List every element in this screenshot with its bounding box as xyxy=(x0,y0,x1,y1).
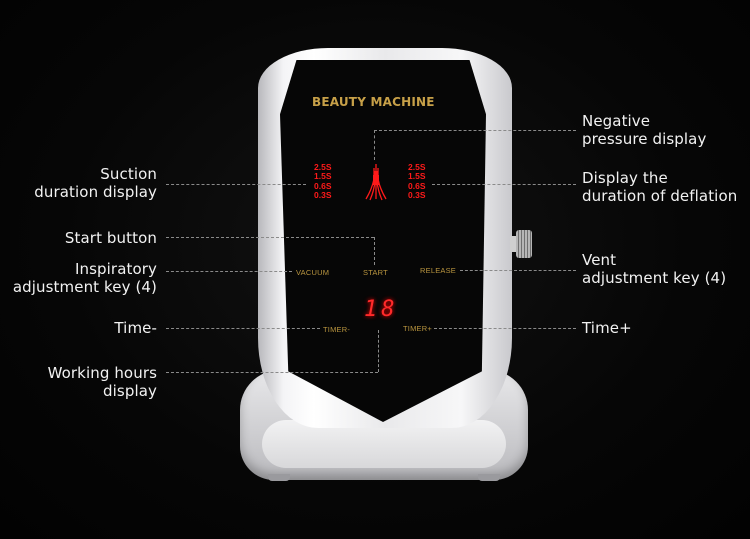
vent-knob-stem xyxy=(510,236,517,252)
callout-line: Time+ xyxy=(582,319,632,337)
control-panel xyxy=(280,60,486,422)
timer-minus-button[interactable]: TIMER- xyxy=(323,325,351,334)
callout-line: Display the xyxy=(582,169,668,187)
leader-pressure-v xyxy=(374,130,375,160)
leader-working-hours-v xyxy=(378,330,379,372)
callout-line: Suction xyxy=(100,165,157,183)
callout-line: duration of deflation xyxy=(582,187,738,205)
leader-time-plus xyxy=(434,328,576,329)
callout-time-minus: Time- xyxy=(114,319,157,337)
callout-line: adjustment key (4) xyxy=(582,269,727,287)
callout-vent-key: Vent adjustment key (4) xyxy=(582,251,726,287)
callout-line: display xyxy=(103,382,157,400)
callout-line: Inspiratory xyxy=(75,260,157,278)
leader-inspiratory xyxy=(166,271,292,272)
callout-line: duration display xyxy=(34,183,157,201)
deflation-time-2: 0.6S xyxy=(408,181,426,191)
deflation-time-0: 2.5S xyxy=(408,162,426,172)
vacuum-button[interactable]: VACUUM xyxy=(296,268,330,277)
leader-start-h xyxy=(166,237,374,238)
suction-time-3: 0.3S xyxy=(314,189,332,200)
callout-start-button: Start button xyxy=(65,229,157,247)
leader-deflation xyxy=(432,184,576,185)
leader-time-minus xyxy=(166,328,320,329)
vent-knob[interactable] xyxy=(516,230,532,258)
leader-pressure-h xyxy=(374,130,576,131)
callout-line: Start button xyxy=(64,229,157,247)
deflation-duration-display: 2.5S 1.5S 0.6S 0.3S xyxy=(408,163,426,199)
callout-line: Working hours xyxy=(47,364,157,382)
leader-start-v xyxy=(374,237,375,265)
device-foot-left xyxy=(268,474,290,481)
callout-line: pressure display xyxy=(582,130,707,148)
start-button[interactable]: START xyxy=(363,268,388,277)
brand-label: BEAUTY MACHINE xyxy=(312,95,435,109)
deflation-time-1: 1.5S xyxy=(408,170,426,181)
device-base-ring xyxy=(262,420,506,468)
callout-negative-pressure: Negative pressure display xyxy=(582,112,706,148)
callout-working-hours: Working hours display xyxy=(48,364,157,400)
suction-time-0: 2.5S xyxy=(314,162,332,172)
device-foot-right xyxy=(478,474,500,481)
callout-line: Vent xyxy=(582,251,617,269)
leader-suction xyxy=(166,184,306,185)
leader-vent xyxy=(460,270,576,271)
callout-line: adjustment key (4) xyxy=(12,278,157,296)
callout-suction-duration: Suction duration display xyxy=(34,165,157,201)
callout-inspiratory-key: Inspiratory adjustment key (4) xyxy=(13,260,157,296)
callout-line: Time- xyxy=(114,319,157,337)
suction-time-1: 1.5S xyxy=(314,170,332,181)
release-button[interactable]: RELEASE xyxy=(420,266,456,275)
callout-time-plus: Time+ xyxy=(582,319,632,337)
suction-duration-display: 2.5S 1.5S 0.6S 0.3S xyxy=(314,163,332,199)
timer-plus-button[interactable]: TIMER+ xyxy=(403,324,432,333)
callout-deflation-duration: Display the duration of deflation xyxy=(582,169,737,205)
callout-line: Negative xyxy=(582,112,651,130)
vacuum-jet-icon xyxy=(365,164,387,201)
deflation-time-3: 0.3S xyxy=(408,189,426,200)
leader-working-hours-h xyxy=(166,372,378,373)
suction-time-2: 0.6S xyxy=(314,181,332,191)
working-hours-display: 18 xyxy=(364,297,399,322)
